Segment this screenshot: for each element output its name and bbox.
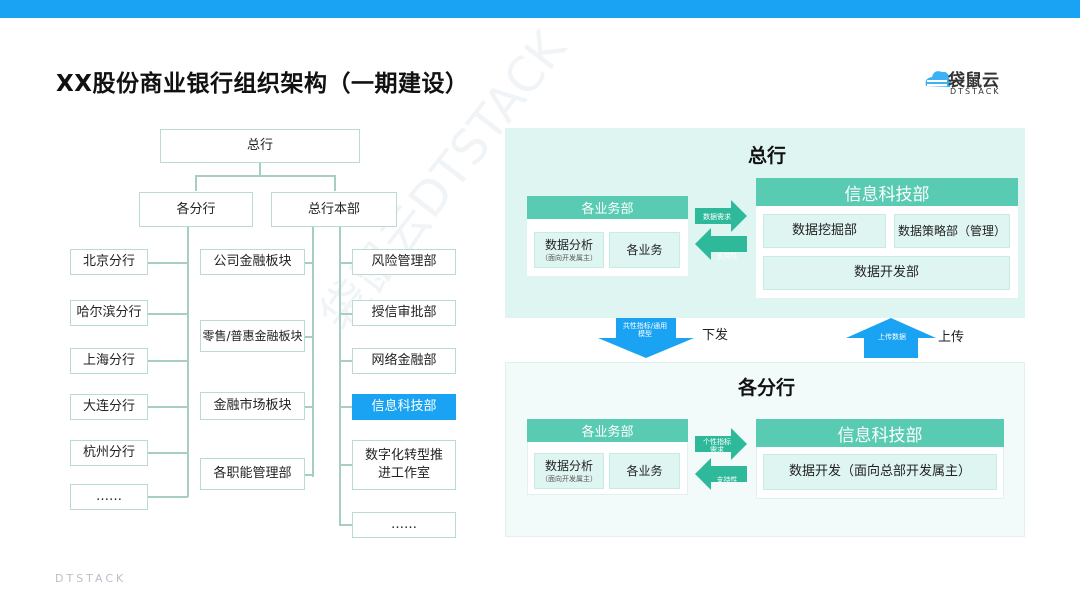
branch-item[interactable]: 北京分行 <box>70 249 148 275</box>
hq-it-dev-cell[interactable]: 数据开发部 <box>763 256 1010 290</box>
branch-biz-analysis-cell[interactable]: 数据分析 （面向开发属主） <box>534 453 604 489</box>
cell-sub-text: （面向开发属主） <box>541 475 597 483</box>
branch-biz-bar: 各业务部 <box>527 419 688 442</box>
sector-item[interactable]: 零售/普惠金融板块 <box>200 320 305 352</box>
brand-logo <box>922 64 1042 100</box>
node-branches[interactable]: 各分行 <box>139 192 253 227</box>
hq-heading: 总行 <box>748 145 787 167</box>
hq-it-mining-cell[interactable]: 数据挖掘部 <box>763 214 886 248</box>
node-hq[interactable]: 总行本部 <box>271 192 397 227</box>
branch-item[interactable]: 大连分行 <box>70 394 148 420</box>
hq-biz-analysis-cell[interactable]: 数据分析 （面向开发属主） <box>534 232 604 268</box>
sector-item[interactable]: 各职能管理部 <box>200 458 305 490</box>
up-arrow-label: 上传数据 <box>878 333 906 341</box>
branch-item[interactable]: 上海分行 <box>70 348 148 374</box>
up-arrow-icon <box>846 318 936 358</box>
branch-item[interactable]: 哈尔滨分行 <box>70 300 148 326</box>
arrow-label-right: 个性指标需求 <box>703 438 731 455</box>
logo-text: 袋鼠云 <box>948 71 999 91</box>
exchange-arrows-icon <box>695 200 747 260</box>
down-arrow-icon <box>598 318 694 358</box>
hq-biz-cell[interactable]: 各业务 <box>609 232 680 268</box>
page-title: XX股份商业银行组织架构（一期建设） <box>56 71 469 97</box>
branch-heading: 各分行 <box>738 377 796 399</box>
branch-it-bar: 信息科技部 <box>756 419 1004 447</box>
up-label: 上传 <box>938 330 965 345</box>
dept-item[interactable]: 数字化转型推进工作室 <box>352 440 456 490</box>
org-tree: 总行 各分行 总行本部 北京分行 哈尔滨分行 上海分行 大连分行 杭州分行 ……… <box>0 0 480 560</box>
sector-item[interactable]: 金融市场板块 <box>200 392 305 420</box>
node-root[interactable]: 总行 <box>160 129 360 163</box>
cell-sub-text: （面向开发属主） <box>541 254 597 262</box>
exchange-arrows-icon <box>695 428 747 490</box>
cell-main-text: 数据分析 <box>544 458 593 473</box>
cell-main-text: 数据分析 <box>544 237 593 252</box>
branch-biz-cell[interactable]: 各业务 <box>609 453 680 489</box>
footer-brand: DTSTACK <box>55 572 127 585</box>
dept-item[interactable]: 风险管理部 <box>352 249 456 275</box>
hq-biz-bar: 各业务部 <box>527 196 688 219</box>
down-label: 下发 <box>702 328 729 343</box>
hq-it-bar: 信息科技部 <box>756 178 1018 206</box>
arrow-label-left: 支持性 <box>716 476 738 484</box>
arrow-label-right: 数据需求 <box>703 213 731 221</box>
hq-it-strategy-cell[interactable]: 数据策略部（管理） <box>894 214 1010 248</box>
branch-item[interactable]: 杭州分行 <box>70 440 148 466</box>
down-arrow-label: 共性指标/通用模型 <box>622 322 668 339</box>
branch-it-dev-cell[interactable]: 数据开发（面向总部开发属主） <box>763 454 997 490</box>
cloud-logo-icon <box>925 71 951 87</box>
arrow-label-left: 支持性 <box>716 252 738 260</box>
dept-item[interactable]: …… <box>352 512 456 538</box>
dept-item[interactable]: 授信审批部 <box>352 300 456 326</box>
sector-item[interactable]: 公司金融板块 <box>200 249 305 275</box>
branch-item[interactable]: …… <box>70 484 148 510</box>
dept-item[interactable]: 网络金融部 <box>352 348 456 374</box>
top-accent-bar <box>0 0 1080 18</box>
dept-item-highlighted[interactable]: 信息科技部 <box>352 394 456 420</box>
logo-subtext: DTSTACK <box>950 87 1001 96</box>
